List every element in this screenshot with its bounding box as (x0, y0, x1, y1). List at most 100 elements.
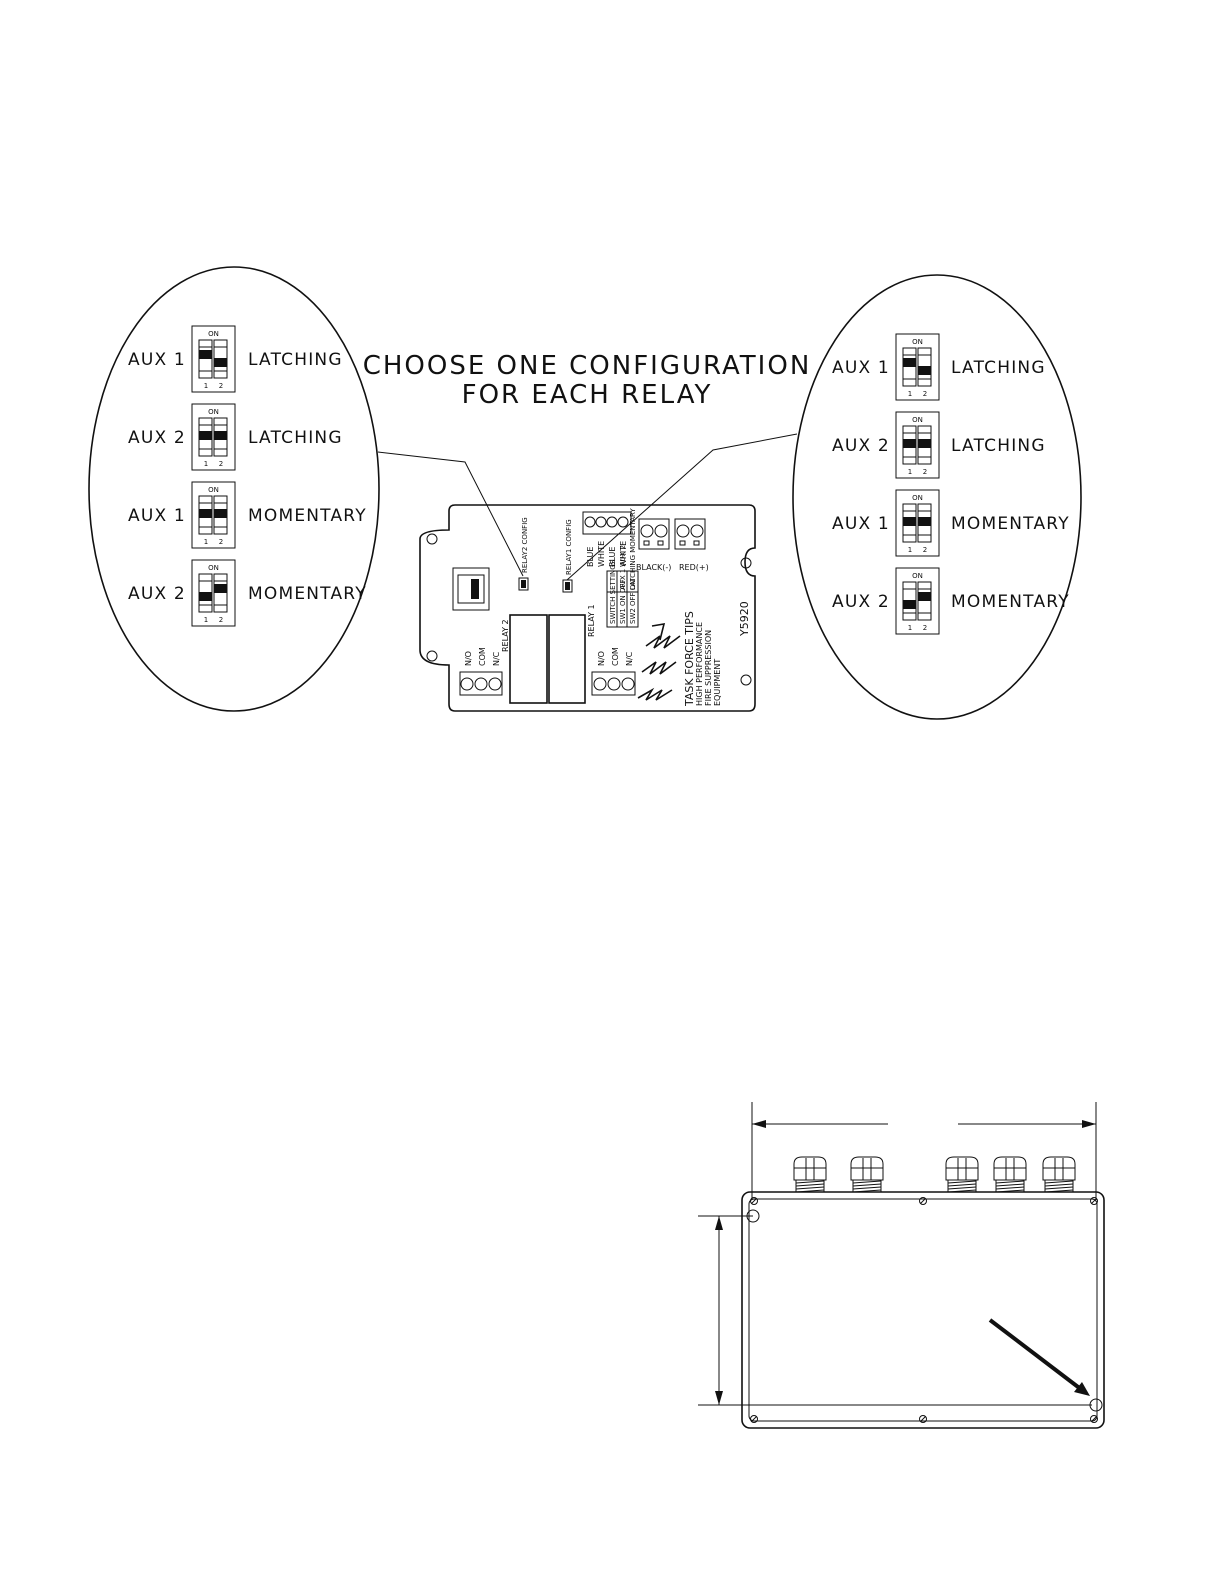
switch-table-sw1: SW1 (619, 608, 627, 624)
heading-line-2: FOR EACH RELAY (462, 380, 713, 410)
switch-table-sw2: SW2 (629, 608, 637, 624)
wire-label-blue-1: BLUE (586, 547, 595, 567)
relay2-config-jumper (518, 577, 529, 591)
screw-icon (919, 1197, 927, 1205)
wire-terminal-block: BLUE WHITE BLUE WHITE (582, 511, 632, 567)
relay2-terminal-no: N/O (464, 651, 473, 666)
relay1-mode-label: MOMENTARY (951, 592, 1070, 612)
arrowhead (752, 1120, 766, 1128)
relay1-dip-switch: ON 1 2 (895, 567, 940, 635)
dip-pos-2-label: 2 (219, 616, 223, 624)
relay1-leader-line (566, 433, 798, 581)
ribbon-connector (452, 567, 490, 611)
screw-icon (919, 1415, 927, 1423)
dip-toggle-1-off (903, 600, 916, 609)
brand-line-1: TASK FORCE TIPS (683, 611, 696, 707)
relay-1 (548, 614, 586, 704)
relay2-row: AUX 2 LATCHING ON 1 2 (128, 403, 343, 471)
dip-on-label: ON (208, 330, 219, 338)
dip-pos-2-label: 2 (219, 460, 223, 468)
relay1-aux-label: AUX 2 (832, 436, 890, 456)
relay2-aux-label: AUX 2 (128, 428, 186, 448)
mount-hole-top-left (746, 1209, 760, 1223)
dip-toggle-2-off (918, 366, 931, 375)
relay2-aux-label: AUX 2 (128, 584, 186, 604)
dip-toggle-1-on (903, 358, 916, 367)
pointer-arrowhead (1074, 1382, 1090, 1396)
screw-icon (750, 1415, 758, 1423)
dip-switch-body (895, 489, 940, 557)
dip-on-label: ON (912, 494, 923, 502)
tft-logo (637, 623, 681, 701)
cable-gland-icon (850, 1156, 884, 1193)
dip-switch-body (191, 403, 236, 471)
dip-on-label: ON (208, 486, 219, 494)
cable-gland-icon (993, 1156, 1027, 1193)
dip-pos-1-label: 1 (204, 460, 208, 468)
dip-toggle-2-mid (918, 439, 931, 448)
switch-table-mode: LATCHING MOMENTARY (629, 508, 637, 590)
pointer-arrow (988, 1318, 1084, 1392)
dip-on-label: ON (912, 572, 923, 580)
relay1-mode-label: LATCHING (951, 436, 1046, 456)
relay2-aux-label: AUX 1 (128, 350, 186, 370)
switch-table-aux: AUX 1 AUX 2 (619, 545, 627, 590)
screw-icon (750, 1197, 758, 1205)
relay2-aux-label: AUX 1 (128, 506, 186, 526)
enclosure-inner (748, 1198, 1098, 1422)
dip-pos-1-label: 1 (908, 624, 912, 632)
relay-2 (509, 614, 548, 704)
wire-label-white-2: WHITE (619, 541, 628, 567)
dip-pos-2-label: 2 (219, 382, 223, 390)
relay1-aux-label: AUX 2 (832, 592, 890, 612)
mount-hole (740, 557, 752, 569)
relay1-config-label: RELAY1 CONFIG (565, 519, 573, 575)
relay1-row: AUX 2 MOMENTARY ON 1 2 (832, 567, 1070, 635)
dip-pos-2-label: 2 (923, 624, 927, 632)
dip-on-label: ON (208, 564, 219, 572)
dip-pos-1-label: 1 (908, 390, 912, 398)
model-number: Y5920 (738, 601, 751, 637)
dip-pos-1-label: 1 (204, 616, 208, 624)
dip-switch-body (191, 325, 236, 393)
arrowhead (715, 1216, 723, 1230)
dip-on-label: ON (912, 416, 923, 424)
mount-hole (426, 650, 438, 662)
power-terminal-black (638, 518, 670, 550)
wire-label-white-1: WHITE (597, 541, 606, 567)
relay1-label: RELAY 1 (587, 604, 596, 637)
relay1-terminal-no: N/O (597, 651, 606, 666)
dip-switch-body (191, 559, 236, 627)
enclosure-screws (750, 1197, 1098, 1423)
arrowhead (715, 1391, 723, 1405)
dip-pos-1-label: 1 (204, 538, 208, 546)
power-label-red: RED(+) (679, 563, 709, 572)
brand-line-2: HIGH PERFORMANCE (695, 622, 704, 706)
dip-on-label: ON (208, 408, 219, 416)
relay2-dip-switch: ON 1 2 (191, 403, 236, 471)
relay2-terminal-block: N/O COM N/C (459, 647, 503, 696)
relay2-callout-ellipse (88, 266, 380, 712)
relay2-mode-label: LATCHING (248, 428, 343, 448)
connector-pins (471, 579, 479, 599)
relay1-mode-label: LATCHING (951, 358, 1046, 378)
relay2-config-label: RELAY2 CONFIG (521, 517, 529, 573)
dip-pos-2-label: 2 (923, 546, 927, 554)
dip-switch-body (191, 481, 236, 549)
relay1-aux-label: AUX 1 (832, 358, 890, 378)
relay2-terminal-com: COM (478, 647, 487, 666)
dip-switch-body (895, 567, 940, 635)
dip-toggle-1-mid (903, 439, 916, 448)
dip-on-label: ON (912, 338, 923, 346)
dip-pos-1-label: 1 (908, 546, 912, 554)
relay2-mode-label: LATCHING (248, 350, 343, 370)
dip-toggle-2-on (214, 584, 227, 593)
dip-toggle-1-mid (199, 509, 212, 518)
